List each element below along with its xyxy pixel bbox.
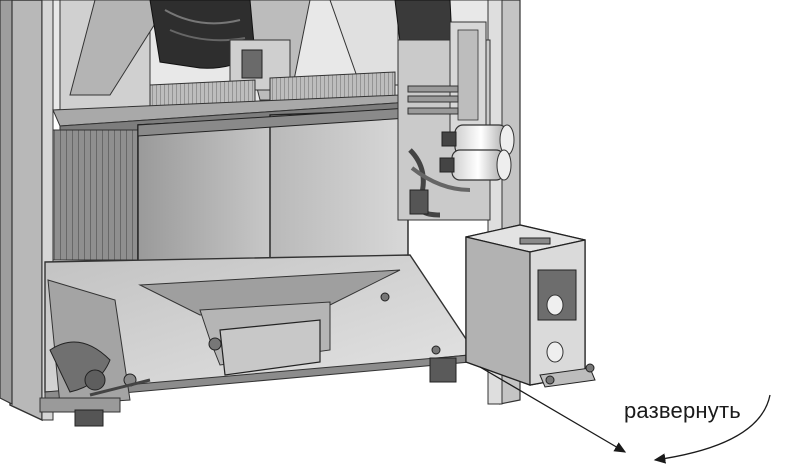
rotate-arrow (479, 366, 771, 464)
heat-exchanger-fins (52, 129, 146, 261)
base-floor (44, 254, 471, 406)
electrical-bay (397, 21, 515, 221)
control-box (465, 224, 596, 388)
rotate-label: развернуть (624, 398, 741, 423)
cabinet-feet (39, 357, 457, 427)
exchanger-housing (137, 107, 409, 289)
